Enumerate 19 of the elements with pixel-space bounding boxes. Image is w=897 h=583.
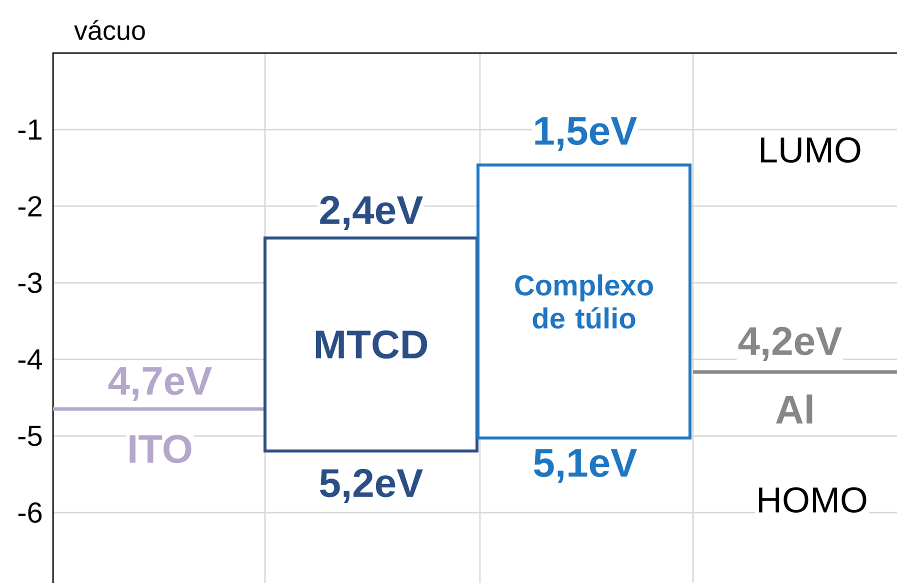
axis-tick-label: -3 bbox=[16, 272, 44, 294]
axis-tick-label: -2 bbox=[16, 195, 44, 218]
energy-gap-box: Complexo de túlio bbox=[476, 164, 692, 440]
material-label: ITO bbox=[126, 434, 194, 464]
axis-label: vácuo bbox=[72, 18, 148, 42]
axis-tick-label: -1 bbox=[16, 118, 44, 141]
energy-value: 4,7eV bbox=[106, 366, 214, 402]
energy-value: 5,1eV bbox=[532, 448, 638, 484]
axis-tick-label: -6 bbox=[16, 501, 44, 524]
energy-value: 5,2eV bbox=[318, 468, 424, 504]
axis-tick-label: -4 bbox=[16, 348, 44, 370]
material-label: Al bbox=[774, 394, 816, 424]
energy-value: 4,2eV bbox=[736, 326, 844, 362]
energy-value: 1,5eV bbox=[532, 116, 638, 152]
axis-tick-label: -5 bbox=[16, 424, 44, 448]
energy-gap-box: MTCD bbox=[264, 236, 478, 452]
energy-value: 2,4eV bbox=[318, 194, 424, 232]
axis-label: HOMO bbox=[755, 486, 869, 514]
axis-label: LUMO bbox=[757, 136, 863, 164]
